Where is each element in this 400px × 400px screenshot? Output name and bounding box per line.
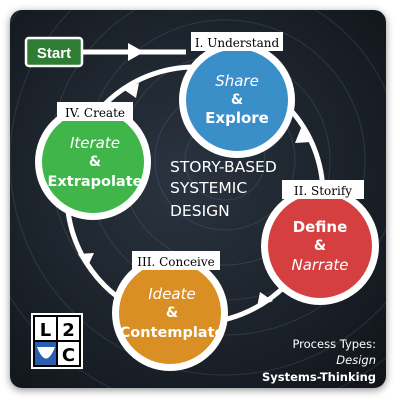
center-title-line-1: STORY-BASED [170, 158, 277, 176]
stage-conceive-amp: & [166, 305, 178, 321]
stage-understand-label: I. Understand [195, 36, 280, 50]
logo-swoosh-icon [37, 347, 55, 359]
stage-understand-disc [186, 49, 288, 151]
stage-create-disc [42, 111, 144, 213]
process-types-heading: Process Types: [292, 337, 376, 351]
stage-create-line1: Iterate [70, 134, 120, 152]
process-types-item-2: Systems-Thinking [262, 370, 376, 384]
process-types-item-1: Design [336, 353, 376, 367]
stage-conceive-disc [119, 262, 221, 364]
stage-create: IV. Create Iterate & Extrapolate [35, 102, 151, 220]
center-title-line-2: SYSTEMIC [170, 179, 247, 197]
start-button[interactable]: Start [24, 36, 84, 68]
logo-letter-l: L [40, 320, 51, 341]
start-label: Start [37, 45, 71, 62]
stage-conceive-line2: Contemplate [120, 325, 225, 341]
center-title-line-3: DESIGN [170, 202, 230, 220]
center-title: STORY-BASED SYSTEMIC DESIGN [170, 158, 277, 220]
stage-create-line2: Extrapolate [48, 174, 143, 190]
stage-create-amp: & [89, 154, 101, 170]
stage-storify-label: II. Storify [294, 184, 352, 198]
stage-storify: II. Storify Define & Narrate [261, 180, 379, 305]
arrow-conceive-create-icon [78, 253, 94, 268]
stage-storify-line1: Define [293, 218, 348, 236]
arrow-storify-conceive-icon [257, 292, 273, 307]
process-types: Process Types: Design Systems-Thinking [262, 337, 376, 384]
stage-conceive-line1: Ideate [148, 285, 195, 303]
stage-understand-line2: Explore [205, 109, 269, 127]
diagram-canvas: Start STORY-BASED SYSTEMIC DESIGN I. Und… [10, 10, 386, 388]
arrow-start-icon [128, 43, 144, 61]
stage-conceive: III. Conceive Ideate & Contemplate [112, 251, 228, 371]
logo-letter-2: 2 [62, 320, 75, 341]
l2c-logo: L 2 C [31, 313, 83, 369]
logo-letter-c: C [62, 345, 75, 366]
arrow-understand-storify-icon [295, 128, 311, 143]
stage-storify-amp: & [314, 238, 326, 254]
stage-storify-line2: Narrate [291, 256, 348, 274]
diagram-frame: Start STORY-BASED SYSTEMIC DESIGN I. Und… [10, 10, 386, 388]
stage-storify-disc [268, 194, 372, 298]
stage-create-label: IV. Create [65, 106, 125, 120]
stage-conceive-label: III. Conceive [137, 255, 215, 269]
stage-understand-line1: Share [215, 72, 259, 90]
stage-understand: I. Understand Share & Explore [179, 32, 295, 158]
arrow-create-understand-icon [123, 83, 139, 98]
stage-understand-amp: & [231, 92, 243, 108]
